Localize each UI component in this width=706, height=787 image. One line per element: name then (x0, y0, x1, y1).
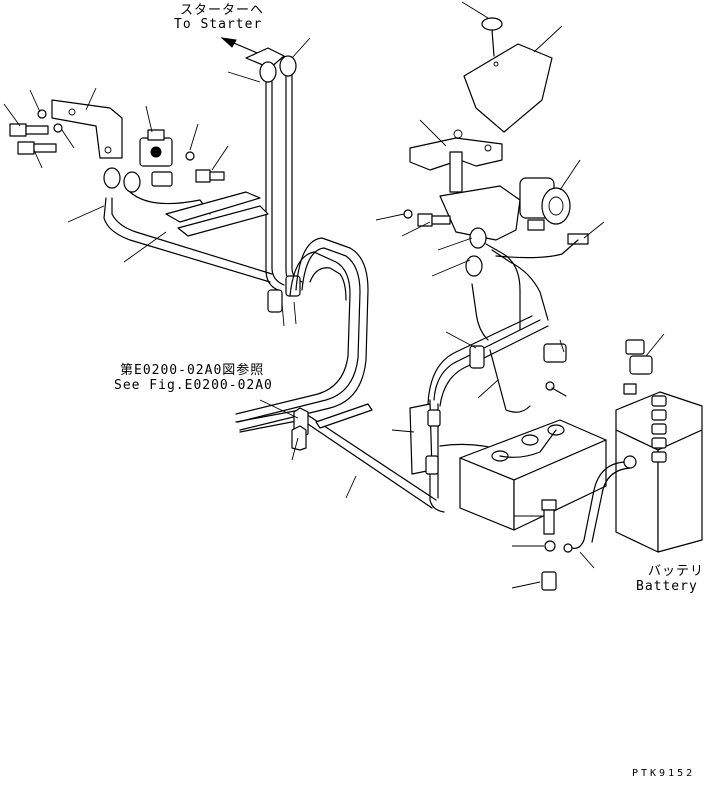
label-ref-jp: 第E0200-02A0図参照 (120, 363, 265, 378)
battery-right (615, 383, 703, 553)
terminal-parts (543, 339, 653, 397)
cable-clamp-upper (267, 275, 301, 313)
horn-device (519, 177, 589, 245)
label-ref-en: See Fig.E0200-02A0 (114, 378, 273, 393)
right-bracket (409, 129, 521, 241)
leader-lines (3, 1, 665, 589)
label-starter-jp: スターターヘ (180, 3, 265, 18)
main-harness-lower (235, 403, 437, 509)
left-harness (103, 167, 273, 283)
starter-cables (245, 47, 303, 291)
battery-cells (651, 395, 667, 463)
starter-arrow (220, 37, 263, 56)
left-bracket-assembly (9, 99, 123, 159)
label-starter-en: To Starter (174, 17, 263, 32)
upper-right-cover (463, 17, 553, 133)
drawing-code: PTK9152 (632, 768, 696, 779)
label-battery-jp: バッテリ (648, 564, 705, 579)
relay-switch (139, 129, 225, 187)
label-battery-en: Battery (636, 579, 698, 594)
battery-middle (459, 419, 607, 531)
ground-cable (541, 461, 631, 591)
loop-harness (235, 237, 369, 431)
right-harness (409, 227, 579, 513)
